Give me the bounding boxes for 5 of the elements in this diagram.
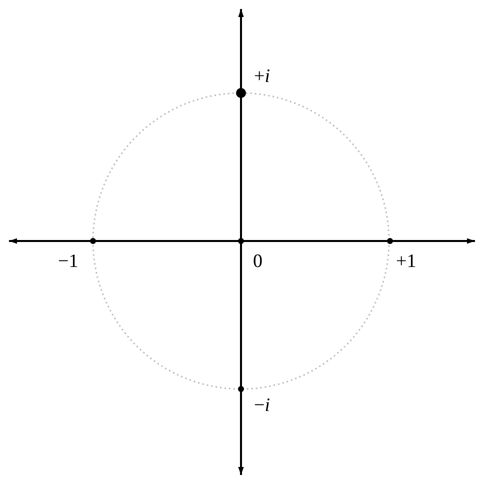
axis-value-label: +i [254, 67, 270, 86]
axis-value-label: +1 [396, 252, 416, 271]
axis-value-label: 0 [253, 252, 262, 271]
axis-value-label: −1 [58, 252, 78, 271]
axis-value-label: −i [254, 396, 270, 415]
